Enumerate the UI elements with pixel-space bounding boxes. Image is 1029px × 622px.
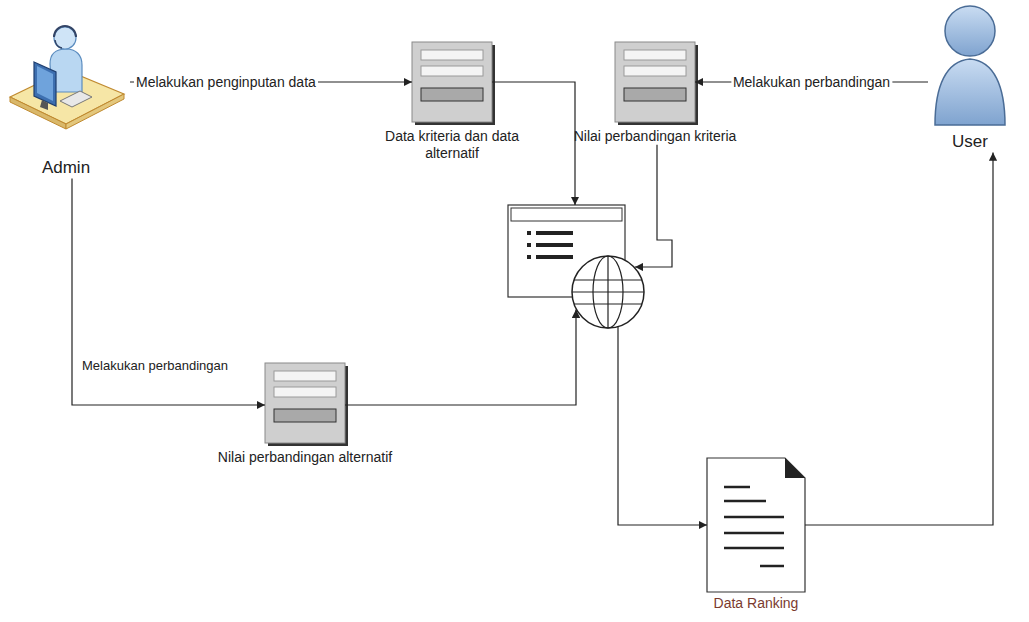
store-bar [421, 66, 483, 76]
document-line [760, 565, 784, 568]
data-store-icon [412, 42, 495, 125]
document-line [724, 547, 784, 550]
flow-arrow [618, 327, 707, 525]
user-icon [935, 6, 1005, 125]
keyboard [60, 91, 92, 107]
store-body [412, 42, 492, 122]
flow-arrow [635, 145, 672, 267]
node-label: Data Ranking [692, 595, 820, 612]
node-label: User [928, 132, 1012, 152]
data-store-icon [615, 42, 698, 125]
document-line [724, 516, 784, 519]
store-bar [421, 50, 483, 60]
list-bullet [527, 255, 531, 259]
globe-parallel [574, 303, 642, 304]
data-store: Data kriteria dan data alternatif [368, 42, 536, 162]
document-line [724, 500, 766, 503]
edge-label: Melakukan perbandingan [731, 74, 892, 91]
headset [54, 26, 76, 37]
store-button [274, 409, 336, 422]
web-system [508, 205, 644, 328]
globe-parallel [572, 291, 644, 292]
node-label: Admin [2, 158, 130, 178]
store-button [624, 88, 686, 101]
flow-arrow [72, 178, 265, 405]
store-bar [624, 50, 686, 60]
node-label: Data kriteria dan data alternatif [368, 128, 536, 162]
data-store: Nilai perbandingan kriteria [571, 42, 739, 145]
document-line [724, 486, 750, 489]
node-label: Nilai perbandingan kriteria [571, 128, 739, 145]
globe-parallel [574, 279, 642, 280]
edge-label: Melakukan penginputan data [134, 74, 318, 91]
document-page [707, 458, 805, 592]
list-line [536, 255, 573, 259]
user-body [935, 59, 1005, 125]
edge-label: Melakukan perbandingan [80, 358, 230, 374]
document-fold [785, 458, 805, 478]
data-store: Nilai perbandingan alternatif [216, 363, 394, 466]
list-bullet [527, 231, 531, 235]
desk-edge [10, 97, 66, 129]
monitor-screen [37, 66, 53, 101]
user-head [945, 6, 995, 56]
document-line [724, 532, 784, 535]
store-bar [624, 66, 686, 76]
document-icon [707, 458, 805, 592]
node-label: Nilai perbandingan alternatif [216, 449, 394, 466]
store-bar [274, 371, 336, 381]
document-output: Data Ranking [692, 458, 820, 612]
globe [572, 256, 644, 328]
list-line [536, 243, 573, 247]
monitor-stand [40, 100, 48, 110]
window-title-bar [511, 208, 622, 221]
data-store-icon [265, 363, 348, 446]
flow-arrow [345, 309, 576, 405]
admin-icon [10, 26, 124, 129]
list-bullet [527, 243, 531, 247]
headset-mic [55, 40, 62, 48]
person-head [54, 27, 76, 49]
actor-admin: Admin [2, 28, 130, 178]
store-body [615, 42, 695, 122]
flow-arrow [805, 152, 993, 525]
actor-user: User [928, 4, 1012, 152]
store-body [265, 363, 345, 443]
store-bar [274, 387, 336, 397]
store-button [421, 88, 483, 101]
list-line [536, 231, 573, 235]
monitor [34, 62, 56, 106]
